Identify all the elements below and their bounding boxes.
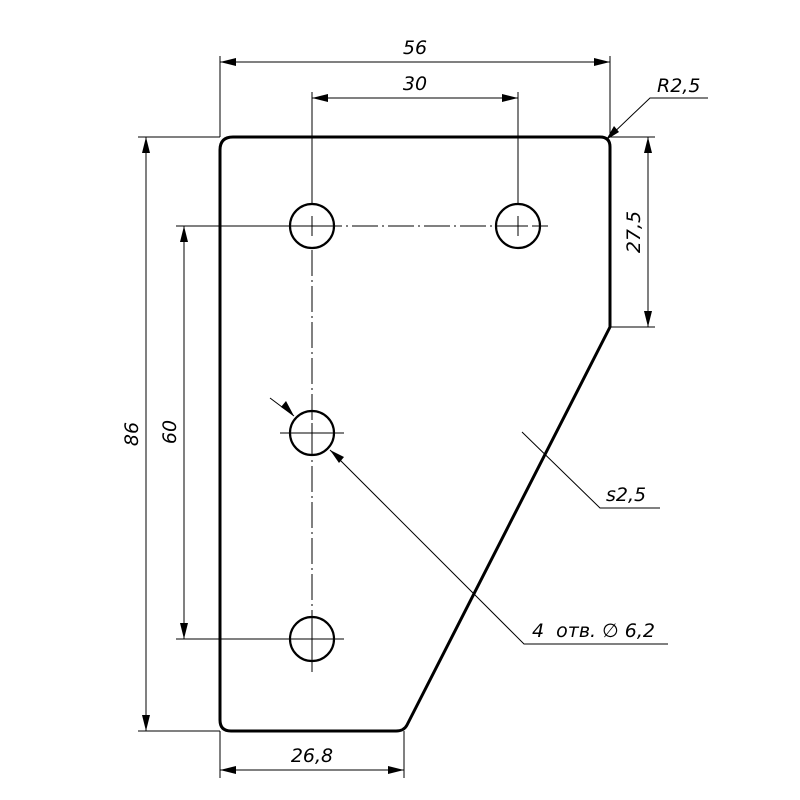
dim-text-bottom-width: 26,8 xyxy=(291,745,333,767)
leader-lines xyxy=(269,97,708,645)
leader-holes xyxy=(329,449,668,645)
center-lines xyxy=(280,225,548,672)
dim-text-holes-note: 4 отв. ∅ 6,2 xyxy=(532,620,655,642)
dim-text-overall-width: 56 xyxy=(403,37,427,59)
dim-text-right-edge-height: 27,5 xyxy=(623,211,645,253)
dim-text-thickness: s2,5 xyxy=(606,484,646,506)
dim-text-hole-spacing-vertical: 60 xyxy=(159,420,181,444)
leader-radius xyxy=(605,97,708,141)
plate-outline xyxy=(218,135,612,733)
dim-text-corner-radius: R2,5 xyxy=(657,75,700,97)
dim-text-overall-height: 86 xyxy=(121,422,143,446)
dim-text-hole-spacing-horizontal: 30 xyxy=(403,73,427,95)
leader-thickness xyxy=(521,431,660,509)
arrowheads xyxy=(142,58,652,774)
extension-lines xyxy=(138,56,655,778)
dimension-lines xyxy=(145,61,649,771)
